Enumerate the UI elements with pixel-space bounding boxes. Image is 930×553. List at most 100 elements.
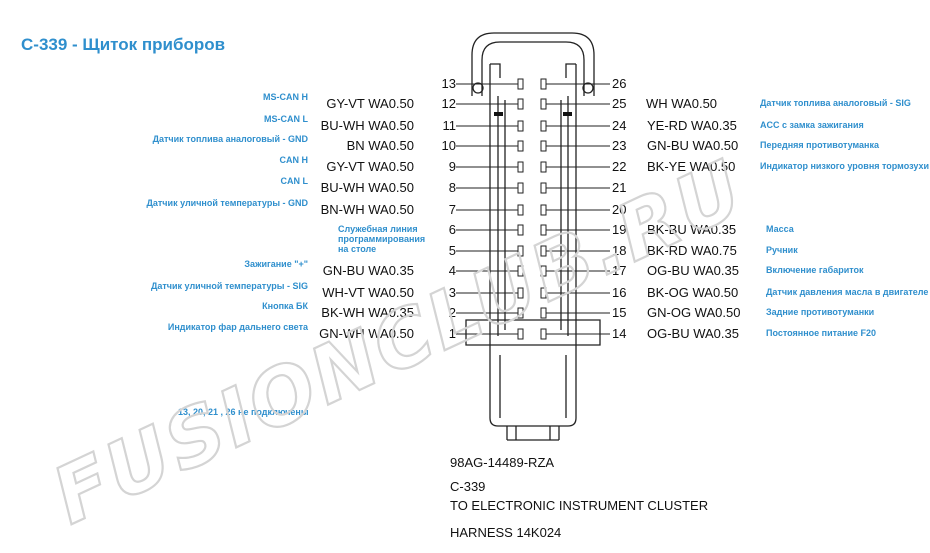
right-pin-terminal	[540, 307, 547, 319]
right-pin-number: 16	[612, 285, 627, 300]
left-wire-spec: WH-VT WA0.50	[322, 285, 414, 300]
left-pin-terminal	[517, 224, 524, 236]
left-pin-terminal	[517, 161, 524, 173]
right-pin-note: ACC с замка зажигания	[760, 120, 864, 130]
right-pin-terminal	[540, 98, 547, 110]
right-pin-note: Постоянное питание F20	[766, 328, 877, 338]
right-pin-note: Датчик давления масла в двигателе	[766, 287, 929, 297]
right-pin-note: Масса	[766, 224, 794, 234]
left-pin-number: 11	[442, 118, 457, 133]
left-pin-number: 5	[448, 243, 456, 258]
right-pin-note: Ручник	[766, 245, 798, 255]
left-pin-note: Датчик уличной температуры - SIG	[150, 281, 308, 291]
left-pin-terminal	[517, 265, 524, 277]
right-pin-number: 14	[612, 326, 627, 341]
left-pin-number: 8	[448, 180, 456, 195]
not-connected-note: 13, 20, 21 , 26 не подключены	[178, 407, 309, 417]
connector-id: C-339	[450, 479, 486, 494]
right-pin-terminal	[540, 182, 547, 194]
left-pin-number: 7	[448, 202, 456, 217]
right-pin-number: 19	[612, 222, 627, 237]
left-pin-number: 3	[448, 285, 456, 300]
left-pin-number: 2	[448, 305, 456, 320]
right-pin-number: 26	[612, 76, 627, 91]
right-pin-terminal	[540, 140, 547, 152]
left-pin-note: Датчик уличной температуры - GND	[146, 198, 308, 208]
right-pin-number: 22	[612, 159, 627, 174]
right-pin-number: 15	[612, 305, 627, 320]
left-pin-note: CAN H	[279, 155, 309, 165]
right-pin-terminal	[540, 161, 547, 173]
left-wire-spec: GY-VT WA0.50	[326, 96, 414, 111]
left-wire-spec: BN-WH WA0.50	[320, 202, 414, 217]
right-wire-spec: OG-BU WA0.35	[647, 326, 739, 341]
right-pin-terminal	[540, 204, 547, 216]
right-wire-spec: GN-OG WA0.50	[647, 305, 741, 320]
left-lock-tab	[494, 112, 503, 116]
right-pin-terminal	[540, 328, 547, 340]
left-wire-spec: BN WA0.50	[346, 138, 414, 153]
right-pin-number: 23	[612, 138, 627, 153]
left-pin-number: 6	[448, 222, 456, 237]
part-number: 98AG-14489-RZA	[450, 455, 555, 470]
right-pin-terminal	[540, 265, 547, 277]
left-pin-number: 10	[441, 138, 456, 153]
left-pin-number: 4	[448, 263, 456, 278]
right-wire-spec: BK-YE WA0.50	[647, 159, 736, 174]
right-pin-terminal	[540, 78, 547, 90]
left-pin-number: 9	[448, 159, 456, 174]
right-pin-number: 21	[612, 180, 627, 195]
left-pin-terminal	[517, 245, 524, 257]
right-pin-terminal	[540, 245, 547, 257]
left-wire-spec: GY-VT WA0.50	[326, 159, 414, 174]
right-pin-note: Задние противотуманки	[766, 307, 875, 317]
right-pin-note: Датчик топлива аналоговый - SIG	[760, 98, 911, 108]
left-wire-spec: BU-WH WA0.50	[320, 118, 414, 133]
left-wire-spec: BU-WH WA0.50	[320, 180, 414, 195]
right-pin-number: 17	[612, 263, 627, 278]
left-pin-terminal	[517, 328, 524, 340]
right-pin-number: 24	[612, 118, 627, 133]
right-pin-note: Индикатор низкого уровня тормозухи	[760, 161, 929, 171]
right-pin-terminal	[540, 120, 547, 132]
right-wire-spec: OG-BU WA0.35	[647, 263, 739, 278]
left-pin-note: MS-CAN H	[263, 92, 308, 102]
left-pin-terminal	[517, 140, 524, 152]
right-pin-note: Передняя противотуманка	[760, 140, 879, 150]
harness-label: HARNESS 14K024	[450, 525, 562, 540]
right-wire-spec: YE-RD WA0.35	[647, 118, 737, 133]
right-wire-spec: GN-BU WA0.50	[647, 138, 739, 153]
right-wire-spec: BK-RD WA0.75	[647, 243, 737, 258]
right-pin-number: 25	[612, 96, 627, 111]
left-wire-spec: BK-WH WA0.35	[321, 305, 414, 320]
left-pin-note: MS-CAN L	[264, 114, 308, 124]
right-pin-number: 18	[612, 243, 627, 258]
left-pin-terminal	[517, 204, 524, 216]
left-pin-number: 13	[441, 76, 456, 91]
left-pin-terminal	[517, 120, 524, 132]
left-pin-note: Служебная линия программирования на стол…	[338, 224, 426, 254]
left-pin-terminal	[517, 98, 524, 110]
right-pin-terminal	[540, 287, 547, 299]
left-pin-terminal	[517, 307, 524, 319]
left-pin-note: CAN L	[280, 176, 309, 186]
left-pin-number: 1	[448, 326, 456, 341]
right-pin-terminal	[540, 224, 547, 236]
left-pin-note: Кнопка БК	[262, 301, 308, 311]
left-wire-spec: GN-BU WA0.35	[322, 263, 414, 278]
right-wire-spec: BK-OG WA0.50	[647, 285, 739, 300]
left-wire-spec: GN-WH WA0.50	[319, 326, 414, 341]
left-pin-terminal	[517, 287, 524, 299]
right-lock-tab	[563, 112, 572, 116]
left-pin-terminal	[517, 182, 524, 194]
left-pin-terminal	[517, 78, 524, 90]
page-title: C-339 - Щиток приборов	[21, 35, 226, 54]
right-pin-note: Включение габариток	[766, 265, 864, 275]
left-pin-note: Датчик топлива аналоговый - GND	[152, 134, 308, 144]
connector-description: TO ELECTRONIC INSTRUMENT CLUSTER	[450, 498, 709, 513]
left-pin-note: Индикатор фар дальнего света	[167, 322, 308, 332]
right-wire-spec: BK-BU WA0.35	[647, 222, 737, 237]
left-pin-note: Зажигание "+"	[244, 259, 308, 269]
left-pin-number: 12	[441, 96, 456, 111]
